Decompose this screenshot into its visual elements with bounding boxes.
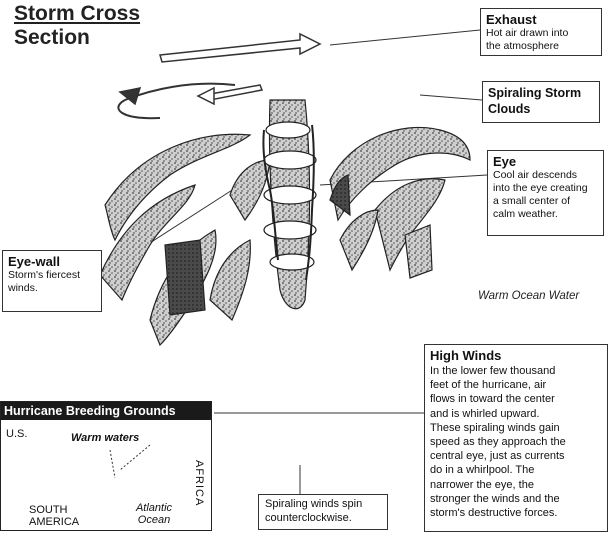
map-label-atlantic-ocean: Atlantic Ocean xyxy=(129,502,179,526)
high-winds-text: In the lower few thousand xyxy=(430,364,602,378)
spiraling-clouds-callout: Spiraling Storm Clouds xyxy=(482,81,600,123)
high-winds-text: feet of the hurricane, air xyxy=(430,378,602,392)
eye-text: Cool air descends xyxy=(493,169,598,182)
title-line-1: Storm Cross xyxy=(14,2,164,26)
eye-text: into the eye creating xyxy=(493,182,598,195)
eye-callout: Eye Cool air descends into the eye creat… xyxy=(487,150,604,236)
eye-column xyxy=(263,100,316,309)
diagram-title: Storm Cross Section xyxy=(14,2,164,50)
breeding-grounds-map: Hurricane Breeding Grounds U.S. Warm wat… xyxy=(0,401,212,531)
exhaust-text-1: Hot air drawn into xyxy=(486,27,596,40)
map-label-south-america-1: SOUTH xyxy=(29,504,68,516)
high-winds-text: flows in toward the center xyxy=(430,392,602,406)
high-winds-text: storm's destructive forces. xyxy=(430,506,602,520)
high-winds-text: do in a whirlpool. The xyxy=(430,463,602,477)
map-label-warm-waters: Warm waters xyxy=(71,432,139,444)
eye-wall-text: winds. xyxy=(8,282,96,295)
eye-wall-heading: Eye-wall xyxy=(8,254,96,269)
eye-text: a small center of xyxy=(493,195,598,208)
map-label-south-america: SOUTH AMERICA xyxy=(29,504,89,528)
title-line-2: Section xyxy=(14,26,164,50)
high-winds-text: narrower the eye, the xyxy=(430,478,602,492)
spiraling-clouds-line-2: Clouds xyxy=(488,101,594,117)
spin-text: Spiraling winds spin xyxy=(265,497,381,511)
exhaust-callout: Exhaust Hot air drawn into the atmospher… xyxy=(480,8,602,56)
spiraling-clouds-line-1: Spiraling Storm xyxy=(488,85,594,101)
warm-ocean-label: Warm Ocean Water xyxy=(478,290,579,302)
high-winds-callout: High Winds In the lower few thousand fee… xyxy=(424,344,608,532)
counterclockwise-callout: Spiraling winds spin counterclockwise. xyxy=(258,494,388,530)
high-winds-text: These spiraling winds gain xyxy=(430,421,602,435)
map-title: Hurricane Breeding Grounds xyxy=(1,402,211,420)
eye-heading: Eye xyxy=(493,154,598,169)
high-winds-text: speed as they approach the xyxy=(430,435,602,449)
map-label-atlantic-2: Ocean xyxy=(138,514,170,526)
exhaust-text-2: the atmosphere xyxy=(486,40,596,53)
map-label-south-america-2: AMERICA xyxy=(29,516,79,528)
high-winds-text: and is whirled upward. xyxy=(430,407,602,421)
high-winds-text: central eye, just as currents xyxy=(430,449,602,463)
map-label-us: U.S. xyxy=(6,428,27,440)
map-label-atlantic-1: Atlantic xyxy=(136,502,172,514)
eye-wall-callout: Eye-wall Storm's fiercest winds. xyxy=(2,250,102,312)
map-label-africa: AFRICA xyxy=(193,460,205,506)
high-winds-heading: High Winds xyxy=(430,348,602,363)
eye-text: calm weather. xyxy=(493,208,598,221)
spin-text: counterclockwise. xyxy=(265,511,381,525)
exhaust-heading: Exhaust xyxy=(486,12,596,27)
eye-wall-text: Storm's fiercest xyxy=(8,269,96,282)
high-winds-text: stronger the winds and the xyxy=(430,492,602,506)
